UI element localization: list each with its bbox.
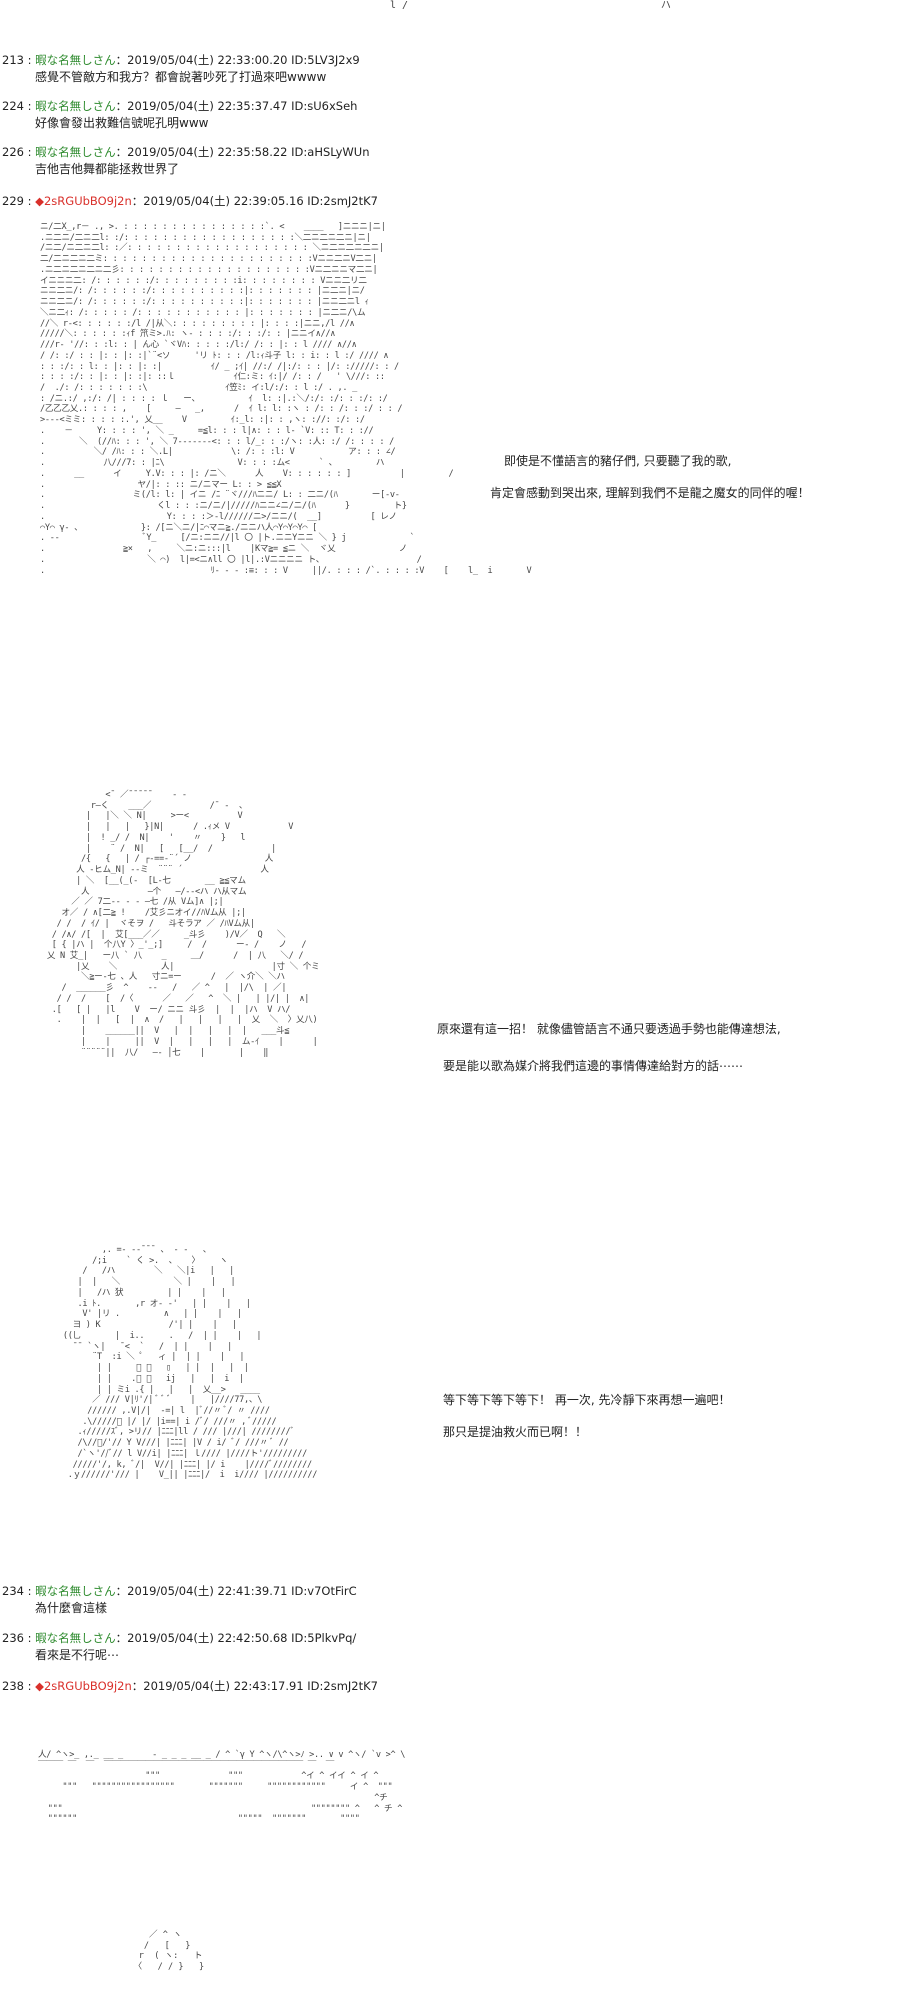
post-header-229: 229 : ◆2sRGUbBO9j2n：2019/05/04(土) 22:39:…	[2, 193, 378, 209]
poster-name: 暇な名無しさん	[35, 145, 116, 159]
post-meta: ：2019/05/04(土) 22:39:05.16 ID:2smJ2tK7	[131, 194, 378, 208]
dialog-line: 等下等下等下等下！ 再一次, 先冷靜下來再想一遍吧！	[443, 1393, 731, 1407]
post-header-234: 234 : 暇な名無しさん：2019/05/04(土) 22:41:39.71 …	[2, 1583, 357, 1599]
dialog-line: 原來還有這一招！ 就像儘管語言不通只要透過手勢也能傳達想法,	[437, 1022, 781, 1036]
ascii-art-fragment: ／ ^ ヽ / [ } r ( ヽ: ト 〈 / / } }	[133, 1930, 205, 1973]
dialog-line: 肯定會感動到哭出來, 理解到我們不是龍之魔女的同伴的喔！	[490, 486, 810, 500]
dialog-line: 要是能以歌為媒介將我們這邊的事情傳達給對方的話⋯⋯	[443, 1059, 744, 1073]
poster-trip: ◆2sRGUbBO9j2n	[35, 194, 132, 208]
post-meta: ：2019/05/04(土) 22:41:39.71 ID:v7OtFirC	[115, 1584, 357, 1598]
post-header-238: 238 : ◆2sRGUbBO9j2n：2019/05/04(土) 22:43:…	[2, 1678, 378, 1694]
poster-trip: ◆2sRGUbBO9j2n	[35, 1679, 132, 1693]
post-number[interactable]: 229 :	[2, 194, 32, 208]
post-number[interactable]: 224 :	[2, 99, 32, 113]
post-header-236: 236 : 暇な名無しさん：2019/05/04(土) 22:42:50.68 …	[2, 1630, 356, 1646]
ascii-art-knight: <¯ ／¯¯¯¯¯ - - r―く ___／ /¯ ‐ 、 | |＼ ＼ N| …	[46, 790, 320, 1058]
dialog-line: 即使是不懂語言的豬仔們, 只要聽了我的歌,	[504, 454, 732, 468]
post-meta: ：2019/05/04(土) 22:35:37.47 ID:sU6xSeh	[115, 99, 358, 113]
ascii-art-ocean: 人/ ^ヽ>_ ,._ __ _ - _ _ _ __ _ / ^ `γ Y ^…	[38, 1750, 406, 1825]
post-meta: ：2019/05/04(土) 22:33:00.20 ID:5LV3J2x9	[115, 53, 360, 67]
poster-name: 暇な名無しさん	[35, 1631, 116, 1645]
post-number[interactable]: 234 :	[2, 1584, 32, 1598]
post-number[interactable]: 213 :	[2, 53, 32, 67]
post-body-234: 為什麼會這樣	[35, 1601, 108, 1615]
post-body-226: 吉他吉他舞都能拯救世界了	[35, 162, 180, 176]
dialog-line: 那只是提油救火而已啊！！	[443, 1425, 588, 1439]
ascii-art-girl: ,. =- -‐¯¯¯ 、 ‐ - 、 /;i ` く >. 、 〉 ヽ / /…	[62, 1245, 318, 1481]
poster-name: 暇な名無しさん	[35, 99, 116, 113]
post-meta: ：2019/05/04(土) 22:43:17.91 ID:2smJ2tK7	[131, 1679, 378, 1693]
post-header-226: 226 : 暇な名無しさん：2019/05/04(土) 22:35:58.22 …	[2, 144, 370, 160]
poster-name: 暇な名無しさん	[35, 1584, 116, 1598]
post-meta: ：2019/05/04(土) 22:35:58.22 ID:aHSLyWUn	[115, 145, 370, 159]
post-body-213: 感覺不管敵方和我方？都會說著吵死了打過來吧wwww	[35, 70, 327, 84]
ascii-art-singer: ニ/二X_,r－ ., >. : : : : : : : : : : : : :…	[40, 222, 532, 576]
post-body-224: 好像會發出救難信號呢孔明www	[35, 116, 209, 130]
poster-name: 暇な名無しさん	[35, 53, 116, 67]
post-header-224: 224 : 暇な名無しさん：2019/05/04(土) 22:35:37.47 …	[2, 98, 357, 114]
post-meta: ：2019/05/04(土) 22:42:50.68 ID:5PlkvPq/	[115, 1631, 357, 1645]
post-header-213: 213 : 暇な名無しさん：2019/05/04(土) 22:33:00.20 …	[2, 52, 360, 68]
post-number[interactable]: 236 :	[2, 1631, 32, 1645]
post-number[interactable]: 238 :	[2, 1679, 32, 1693]
post-number[interactable]: 226 :	[2, 145, 32, 159]
post-body-236: 看來是不行呢⋯	[35, 1648, 120, 1662]
top-ascii-fragment: l / ハ	[390, 0, 671, 11]
